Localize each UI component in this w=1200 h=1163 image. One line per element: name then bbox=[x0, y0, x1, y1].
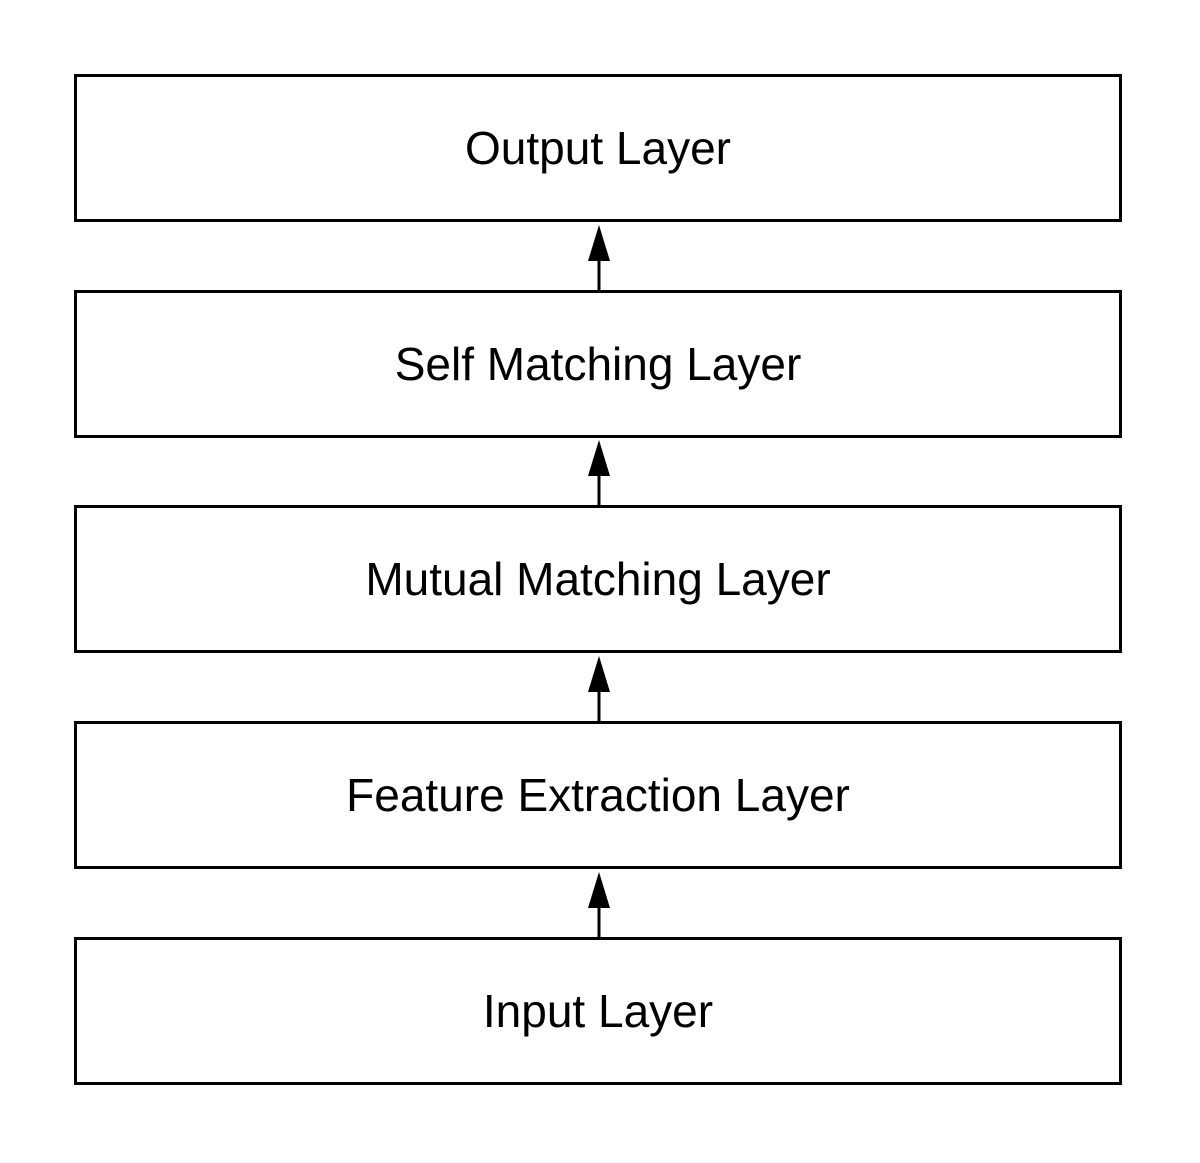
input-layer-label: Input Layer bbox=[482, 985, 714, 1037]
mutual-matching-layer-label: Mutual Matching Layer bbox=[365, 553, 831, 605]
arrow-feature-extraction-to-mutual-matching bbox=[588, 656, 610, 721]
output-layer-label: Output Layer bbox=[465, 122, 731, 174]
feature-extraction-layer-label: Feature Extraction Layer bbox=[346, 769, 850, 821]
input-layer-box: Input Layer bbox=[74, 937, 1122, 1085]
arrow-mutual-matching-to-self-matching bbox=[588, 440, 610, 505]
output-layer-box: Output Layer bbox=[74, 74, 1122, 222]
self-matching-layer-box: Self Matching Layer bbox=[74, 290, 1122, 438]
mutual-matching-layer-box: Mutual Matching Layer bbox=[74, 505, 1122, 653]
arrow-input-to-feature-extraction bbox=[588, 872, 610, 937]
arrow-self-matching-to-output bbox=[588, 225, 610, 290]
feature-extraction-layer-box: Feature Extraction Layer bbox=[74, 721, 1122, 869]
self-matching-layer-label: Self Matching Layer bbox=[394, 338, 802, 390]
